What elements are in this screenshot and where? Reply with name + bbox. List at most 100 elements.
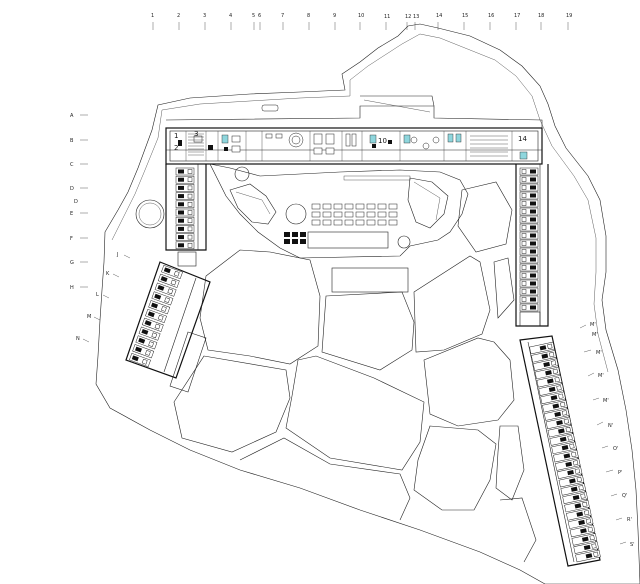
room-module xyxy=(141,317,164,332)
grid-col-label: 17 xyxy=(514,13,520,19)
bed-symbol xyxy=(134,346,143,353)
room-module xyxy=(519,215,539,224)
bed-symbol xyxy=(530,225,536,230)
bed-symbol xyxy=(548,386,556,392)
grid-col-label: 15 xyxy=(462,13,468,19)
grid-column-labels: 1 2 3 4 5 6 7 8 9 10 11 12 13 14 15 16 1… xyxy=(151,13,572,30)
room-module xyxy=(151,291,174,306)
bed-symbol xyxy=(572,494,580,501)
bed-symbol xyxy=(539,345,547,351)
table-symbol xyxy=(311,219,321,226)
grid-col-label: 16 xyxy=(488,13,494,19)
bed-symbol xyxy=(554,411,562,417)
bed-symbol xyxy=(563,453,571,459)
desk-symbol xyxy=(563,418,570,424)
bed-symbol xyxy=(574,503,582,509)
room-module xyxy=(532,358,559,371)
bed-symbol xyxy=(576,511,584,517)
desk-symbol xyxy=(187,169,193,174)
grid-row-label: F xyxy=(70,236,73,242)
bed-symbol xyxy=(144,320,152,326)
desk-symbol xyxy=(547,343,553,350)
grid-row-label: B xyxy=(70,138,74,144)
bed-symbol xyxy=(178,202,184,207)
room-module xyxy=(175,184,195,192)
room-module xyxy=(519,207,539,216)
room-module xyxy=(571,533,598,546)
desk-symbol xyxy=(552,368,559,374)
grid-row-label: K xyxy=(106,271,110,277)
room-module xyxy=(519,223,539,232)
bed-symbol xyxy=(530,281,536,286)
desk-symbol xyxy=(521,217,527,222)
table-symbol xyxy=(377,203,387,210)
room-module xyxy=(564,499,590,513)
desk-symbol xyxy=(591,543,597,549)
desk-symbol xyxy=(521,241,527,246)
table-symbol xyxy=(311,211,321,218)
bed-symbol xyxy=(530,209,536,214)
grid-row-labels-right: M' M' M' M' M' N' O' P' Q' R' S' xyxy=(579,322,635,548)
room-module xyxy=(519,255,539,264)
bed-symbol xyxy=(141,328,149,335)
bed-symbol xyxy=(570,486,578,492)
grid-row-label: L xyxy=(96,292,99,298)
room-module xyxy=(175,167,195,176)
grid-col-label: 9 xyxy=(333,13,336,19)
desk-symbol xyxy=(572,460,579,466)
grid-row-label: M xyxy=(87,314,91,320)
desk-symbol xyxy=(556,385,562,391)
grid-row-label: G xyxy=(70,260,74,266)
table-symbol xyxy=(388,203,398,210)
room-module xyxy=(154,282,177,297)
room-module xyxy=(562,491,588,504)
bed-symbol xyxy=(178,226,184,231)
table-symbol xyxy=(366,219,376,226)
desk-symbol xyxy=(576,476,582,483)
room-module xyxy=(519,303,539,312)
room-module xyxy=(540,391,566,405)
room-module xyxy=(519,295,539,304)
table-symbol xyxy=(366,203,376,210)
landscape-paving xyxy=(173,181,537,563)
bed-symbol xyxy=(178,218,184,223)
grid-row-label: O' xyxy=(613,446,618,452)
room-module xyxy=(519,231,539,240)
north-wing: 1 2 3 10 14 xyxy=(165,95,543,165)
grid-row-label: C xyxy=(70,162,74,168)
table-symbol xyxy=(388,211,398,218)
grid-col-label: 13 xyxy=(413,14,419,20)
desk-symbol xyxy=(583,510,590,516)
central-hall xyxy=(209,163,469,293)
bed-symbol xyxy=(131,355,139,362)
bed-symbol xyxy=(541,353,549,359)
grid-row-label: M' xyxy=(590,322,596,328)
grid-row-label: J xyxy=(116,252,118,258)
bed-symbol xyxy=(567,470,574,476)
grid-row-label: D xyxy=(70,186,74,192)
desk-symbol xyxy=(571,451,577,458)
room-module xyxy=(519,263,539,272)
grid-row-label: Q' xyxy=(622,493,627,499)
bed-symbol xyxy=(530,249,536,254)
table-symbol xyxy=(355,219,365,226)
west-wing xyxy=(135,164,207,267)
desk-symbol xyxy=(574,468,581,474)
desk-symbol xyxy=(521,249,527,254)
grid-col-label: 19 xyxy=(566,13,572,19)
table-symbol xyxy=(355,211,365,218)
table-symbol xyxy=(284,232,290,237)
desk-symbol xyxy=(187,210,193,215)
room-module xyxy=(534,366,561,380)
desk-symbol xyxy=(593,551,599,558)
bed-symbol xyxy=(530,297,536,302)
desk-symbol xyxy=(164,297,170,303)
desk-symbol xyxy=(521,297,527,302)
bed-symbol xyxy=(581,536,589,542)
desk-symbol xyxy=(521,185,527,190)
table-symbol xyxy=(366,211,376,218)
grid-row-label: E xyxy=(70,211,73,217)
bed-symbol xyxy=(530,257,536,262)
room-module xyxy=(519,183,539,192)
